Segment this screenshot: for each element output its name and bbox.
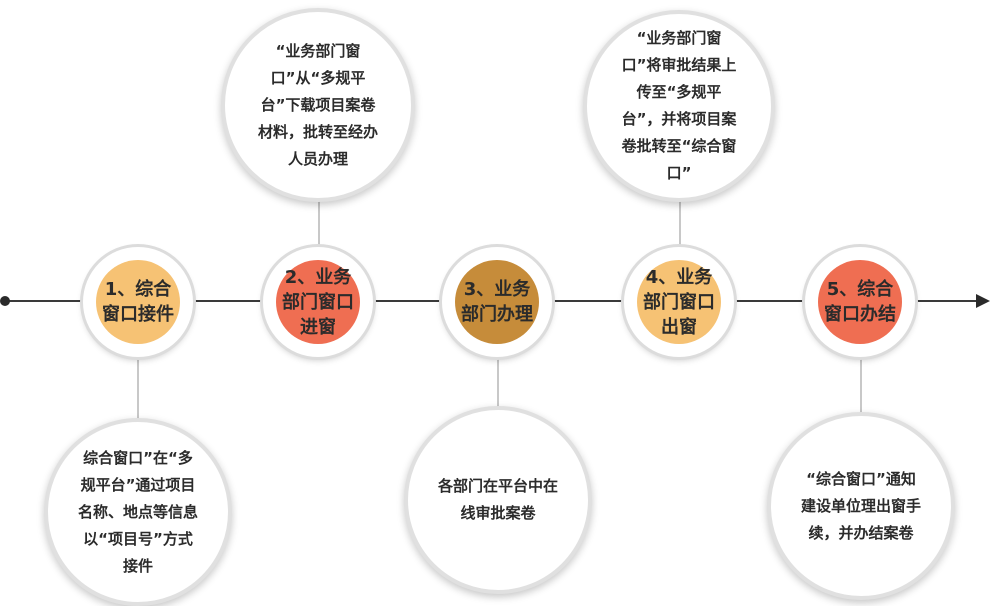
step-2-label: 2、业务部门窗口进窗 xyxy=(276,260,360,344)
step-3-label: 3、业务部门办理 xyxy=(455,260,539,344)
step-4-node: 4、业务部门窗口出窗 xyxy=(624,247,734,357)
step-1-description-bubble: 综合窗口”在“多规平台”通过项目名称、地点等信息以“项目号”方式接件 xyxy=(44,418,232,606)
step-4-label: 4、业务部门窗口出窗 xyxy=(637,260,721,344)
step-4-description-bubble: “业务部门窗口”将审批结果上传至“多规平台”，并将项目案卷批转至“综合窗口” xyxy=(583,10,775,202)
step-5-node: 5、综合窗口办结 xyxy=(805,247,915,357)
connector-step-4 xyxy=(679,193,681,253)
connector-step-3 xyxy=(497,350,499,414)
step-3-node: 3、业务部门办理 xyxy=(442,247,552,357)
connector-step-1 xyxy=(137,350,139,430)
step-5-label: 5、综合窗口办结 xyxy=(818,260,902,344)
step-4-description: “业务部门窗口”将审批结果上传至“多规平台”，并将项目案卷批转至“综合窗口” xyxy=(621,29,737,182)
step-1-node: 1、综合窗口接件 xyxy=(83,247,193,357)
step-1-description: 综合窗口”在“多规平台”通过项目名称、地点等信息以“项目号”方式接件 xyxy=(78,448,199,575)
timeline-start-dot xyxy=(0,296,10,306)
step-5-description-bubble: “综合窗口”通知建设单位理出窗手续，并办结案卷 xyxy=(767,412,955,600)
step-1-label: 1、综合窗口接件 xyxy=(96,260,180,344)
step-3-description: 各部门在平台中在线审批案卷 xyxy=(438,477,559,522)
step-3-description-bubble: 各部门在平台中在线审批案卷 xyxy=(404,406,592,594)
step-5-description: “综合窗口”通知建设单位理出窗手续，并办结案卷 xyxy=(801,469,922,542)
connector-step-5 xyxy=(860,350,862,426)
step-2-description: “业务部门窗口”从“多规平台”下载项目案卷材料，批转至经办人员办理 xyxy=(258,41,379,168)
step-2-description-bubble: “业务部门窗口”从“多规平台”下载项目案卷材料，批转至经办人员办理 xyxy=(221,8,415,202)
timeline-arrow-icon xyxy=(976,294,990,308)
step-2-node: 2、业务部门窗口进窗 xyxy=(263,247,373,357)
connector-step-2 xyxy=(318,175,320,253)
